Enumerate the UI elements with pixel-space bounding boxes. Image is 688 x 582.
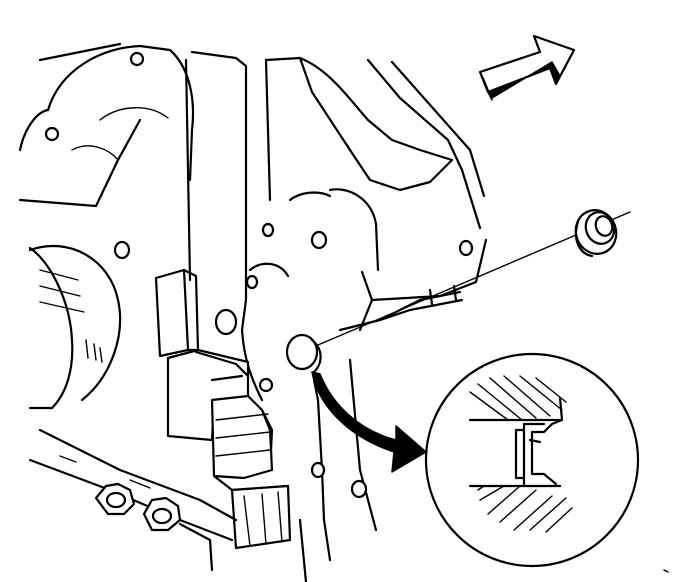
bolt-hole [261, 222, 275, 238]
bolt-hole [129, 51, 145, 67]
engine-block [18, 42, 488, 582]
seal-bore [285, 333, 322, 374]
seal-part [574, 209, 618, 258]
corner-mark [663, 569, 669, 573]
bolt-hole [258, 377, 274, 393]
seal-detail-view [424, 352, 640, 568]
direction-arrow-icon [478, 34, 576, 101]
bolt-hole [113, 240, 131, 260]
bolt-hole [245, 274, 259, 290]
bolt-hole [310, 461, 326, 479]
bolt-hole [214, 308, 238, 336]
bolt-hole [310, 230, 328, 250]
bolt-holes [44, 51, 474, 499]
callout-arrow-icon [311, 371, 427, 473]
bolt-hole [458, 239, 474, 257]
bolt-hole [44, 126, 60, 142]
bolt-hole [350, 479, 368, 499]
